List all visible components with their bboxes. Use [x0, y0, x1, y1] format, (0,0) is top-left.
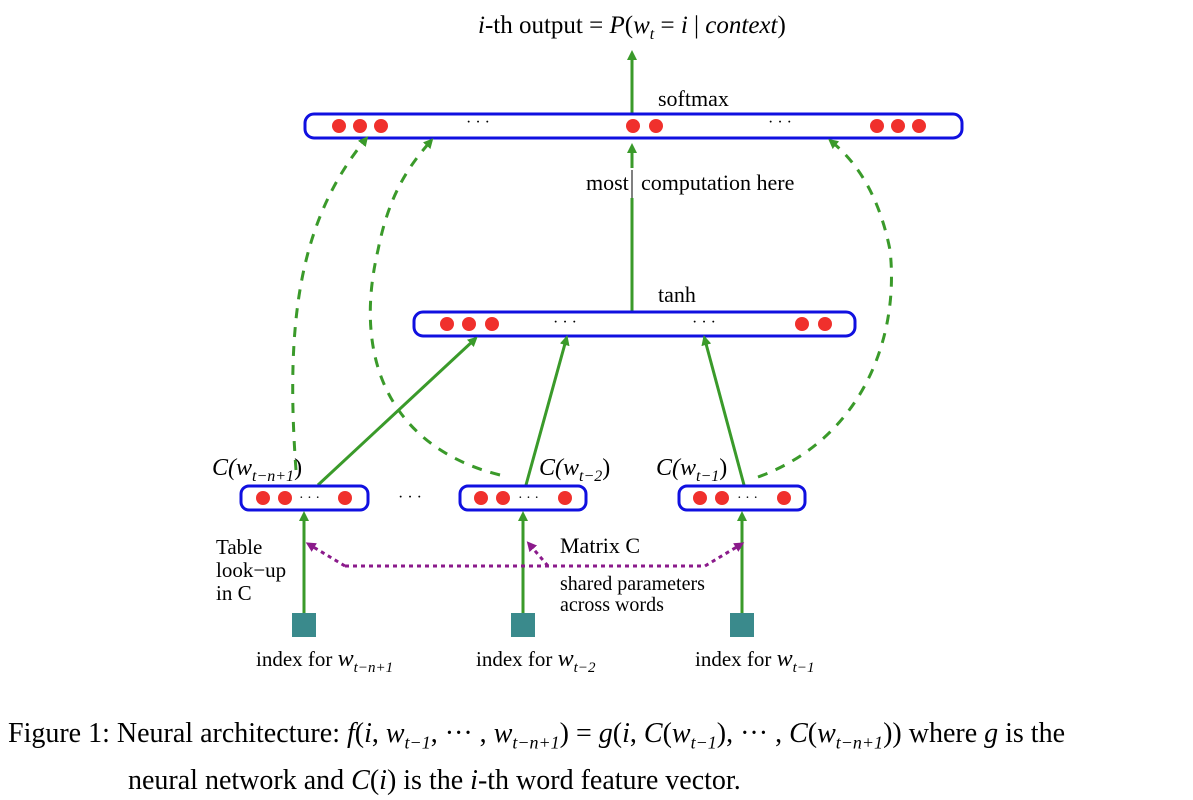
figure-caption: Figure 1: Neural architecture: f(i, wt−1…: [8, 715, 1188, 800]
index-square-2: [511, 613, 535, 637]
embedding-box-1: [239, 484, 370, 512]
hidden-layer-box: [412, 310, 857, 338]
emb-label-1: C(wt−n+1): [212, 455, 302, 485]
embedding-box-3: [677, 484, 807, 512]
output-label: i-th output = P(wt = i | context): [478, 12, 786, 43]
index-square-3: [730, 613, 754, 637]
output-dots-left: · · ·: [466, 114, 490, 131]
table-lookup-line1: Table: [216, 535, 262, 559]
emb3-dots: · · ·: [737, 491, 758, 506]
neural-architecture-diagram: i-th output = P(wt = i | context) softma…: [212, 12, 964, 676]
index-label-3: index for wt−1: [695, 646, 814, 676]
skip-connection-right: [757, 138, 893, 479]
skip-connection-left-outer: [291, 136, 369, 471]
caption-prefix: Figure 1: Neural architecture:: [8, 718, 347, 749]
most-label: most: [586, 170, 629, 195]
caption-line-2: neural network and C(i) is the i-th word…: [128, 764, 741, 796]
emb-label-3: C(wt−1): [656, 455, 727, 485]
table-lookup-line3: in C: [216, 581, 252, 605]
emb3-to-hidden-arrow: [701, 335, 746, 486]
softmax-label: softmax: [658, 86, 729, 111]
computation-label: computation here: [641, 170, 794, 195]
index-label-1: index for wt−n+1: [256, 646, 393, 676]
caption-formula-f: f: [346, 718, 355, 749]
index-square-1: [292, 613, 316, 637]
hidden-dots-left: · · ·: [553, 314, 577, 331]
matrix-label: Matrix C: [560, 533, 640, 558]
emb1-dots: · · ·: [299, 491, 320, 506]
embedding-box-2: [458, 484, 588, 512]
table-lookup-line2: look−up: [216, 558, 286, 582]
output-layer-box: [303, 112, 964, 140]
emb2-dots: · · ·: [518, 491, 539, 506]
output-dots-right: · · ·: [768, 114, 792, 131]
shared-label-2: across words: [560, 594, 664, 616]
emb1-to-hidden-arrow: [316, 336, 478, 487]
output-layer-units: [332, 119, 926, 133]
emb2-to-hidden-arrow: [524, 335, 570, 486]
embedding-units: [256, 491, 791, 505]
shared-label-1: shared parameters: [560, 573, 705, 595]
emb-label-2: C(wt−2): [539, 455, 610, 485]
hidden-dots-right: · · ·: [692, 314, 716, 331]
tanh-label: tanh: [658, 282, 696, 307]
hidden-layer-units: [440, 317, 832, 331]
index-label-2: index for wt−2: [476, 646, 596, 676]
skip-connection-left-inner: [368, 138, 501, 477]
between-emb-dots: · · ·: [398, 489, 422, 506]
